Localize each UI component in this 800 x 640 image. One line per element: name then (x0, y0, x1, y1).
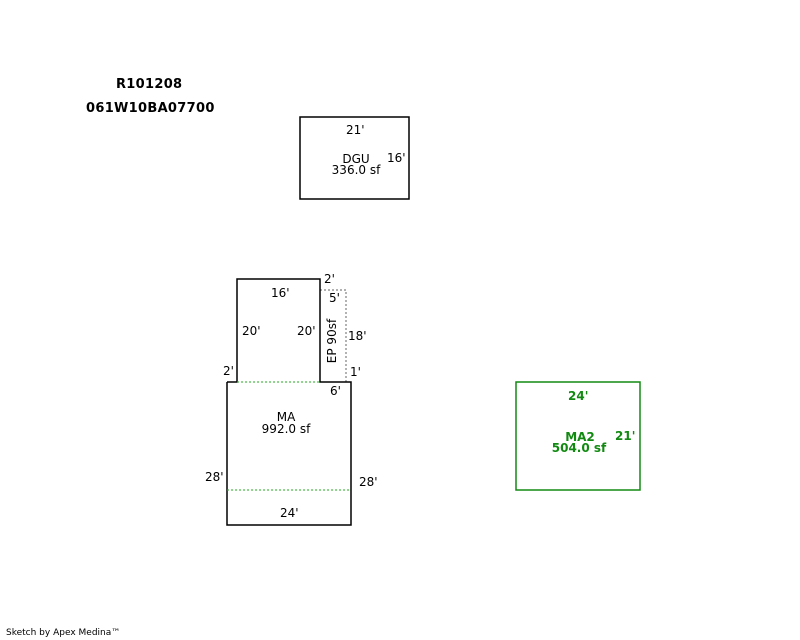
ma-outline (226, 278, 352, 526)
dgu-dim-top: 21' (346, 123, 365, 137)
ma-dim-upper-top: 16' (271, 286, 290, 300)
ma2-dim-top: 24' (568, 389, 589, 403)
ep-outline (320, 289, 347, 382)
sketch-credit: Sketch by Apex Medina™ (6, 628, 121, 638)
ma-name: MA (276, 410, 296, 424)
ma-dim-bottom: 24' (280, 506, 299, 520)
ma-area: 992.0 sf (261, 422, 311, 436)
ma2-name: MA2 (565, 430, 595, 444)
ma-dim-lower-left: 28' (205, 470, 224, 484)
map-tax-lot: 061W10BA07700 (86, 101, 215, 116)
ma-dim-upper-left: 20' (242, 324, 261, 338)
dgu-name: DGU (342, 152, 370, 166)
ep-dim-top: 2' (324, 272, 335, 286)
ep-dim-bottom: 1' (350, 365, 361, 379)
dgu-area: 336.0 sf (331, 163, 381, 177)
dgu-dim-right: 16' (387, 151, 406, 165)
ma-dim-notch-left: 2' (223, 364, 234, 378)
ep-dim-inner: 5' (329, 291, 340, 305)
ep-dim-right: 18' (348, 329, 367, 343)
ma2-dim-right: 21' (615, 429, 636, 443)
ma-dim-notch-right: 6' (330, 384, 341, 398)
dgu-outline (299, 116, 410, 200)
ep-name: EP 90sf (325, 318, 339, 364)
ma2-outline (515, 381, 641, 491)
ma-dim-lower-right: 28' (359, 475, 378, 489)
ma-dim-upper-right: 20' (297, 324, 316, 338)
account-number: R101208 (116, 77, 183, 92)
ma2-area: 504.0 sf (551, 441, 607, 455)
